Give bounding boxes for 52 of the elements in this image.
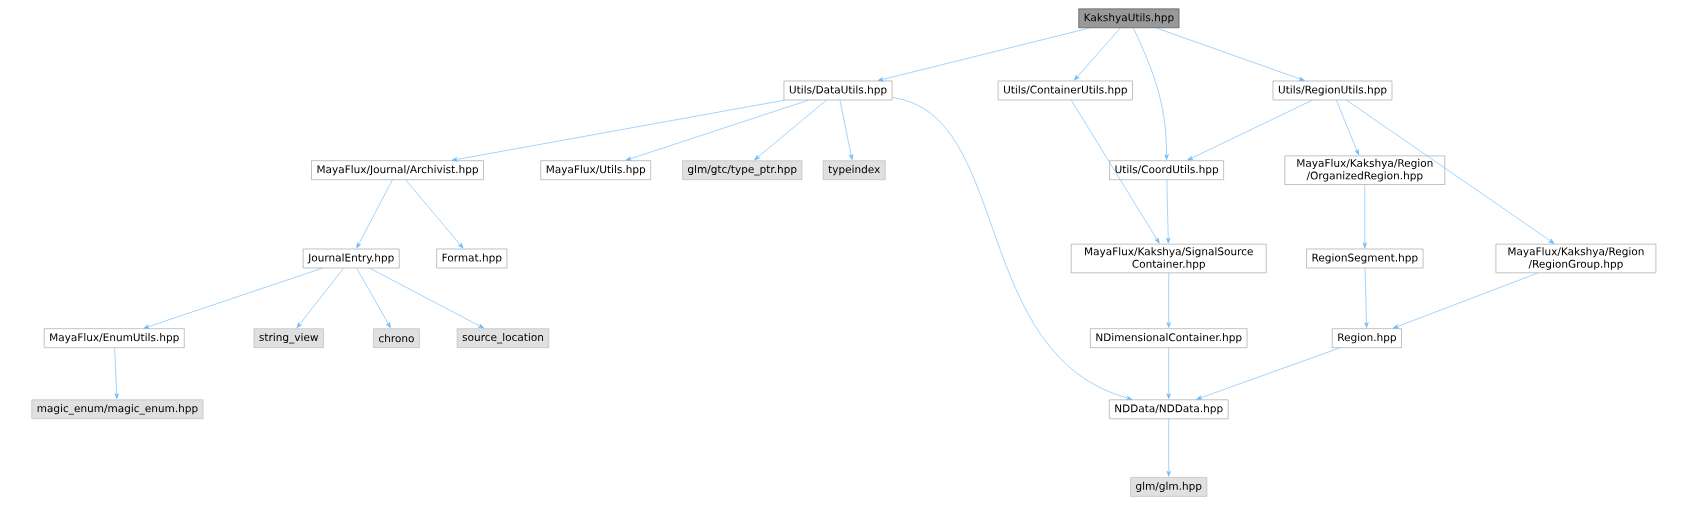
arrow	[754, 99, 827, 161]
file-box: Format.hpp	[436, 248, 508, 269]
arrow	[892, 97, 1133, 401]
file-box: RegionSegment.hpp	[1306, 248, 1424, 269]
arrow	[356, 267, 391, 328]
arrow	[405, 179, 464, 249]
file-box: MayaFlux/EnumUtils.hpp	[43, 328, 185, 348]
arrow	[143, 267, 323, 329]
file-box: JournalEntry.hpp	[303, 248, 400, 269]
file-box: source_location	[456, 328, 550, 348]
file-box: Utils/RegionUtils.hpp	[1272, 80, 1393, 101]
file-box: Region.hpp	[1332, 328, 1402, 348]
file-box: chrono	[373, 328, 420, 348]
arrow	[839, 99, 854, 160]
arrow	[1336, 99, 1359, 156]
arrow	[1166, 179, 1171, 244]
arrow	[1364, 267, 1369, 328]
arrow	[625, 99, 809, 161]
arrow	[1133, 27, 1169, 160]
arrow	[296, 267, 344, 329]
arrow	[1155, 27, 1305, 81]
file-box: Utils/DataUtils.hpp	[783, 80, 893, 101]
file-box: MayaFlux/Kakshya/Region /RegionGroup.hpp	[1495, 243, 1657, 273]
file-box: NDimensionalContainer.hpp	[1090, 328, 1248, 348]
arrow	[1166, 347, 1171, 399]
file-box: Utils/ContainerUtils.hpp	[997, 80, 1133, 101]
arrow	[1071, 99, 1160, 244]
file-box: KakshyaUtils.hpp	[1078, 8, 1180, 28]
arrow	[356, 179, 393, 249]
arrow	[877, 27, 1091, 82]
arrow	[369, 267, 485, 329]
file-box: glm/gtc/type_ptr.hpp	[682, 160, 803, 180]
arrow	[1166, 272, 1171, 328]
file-box: typeindex	[822, 160, 886, 180]
file-box: MayaFlux/Kakshya/Region /OrganizedRegion.hpp	[1284, 155, 1445, 185]
file-box: Utils/CoordUtils.hpp	[1109, 160, 1224, 180]
file-box: magic_enum/magic_enum.hpp	[31, 399, 204, 419]
arrow	[1392, 272, 1539, 329]
arrow	[114, 347, 119, 399]
file-box: MayaFlux/Kakshya/SignalSource Container.hpp	[1071, 243, 1267, 273]
arrow	[1346, 99, 1555, 244]
arrow	[1196, 347, 1341, 400]
file-box: NDData/NDData.hpp	[1109, 399, 1229, 419]
arrow	[1362, 184, 1367, 249]
file-box: MayaFlux/Journal/Archivist.hpp	[311, 160, 484, 180]
file-box: MayaFlux/Utils.hpp	[540, 160, 651, 180]
arrow	[451, 99, 785, 162]
file-box: string_view	[253, 328, 324, 348]
file-box: glm/glm.hpp	[1130, 477, 1208, 497]
arrow	[1187, 99, 1313, 161]
arrow	[1074, 27, 1121, 81]
arrow	[1166, 418, 1171, 477]
